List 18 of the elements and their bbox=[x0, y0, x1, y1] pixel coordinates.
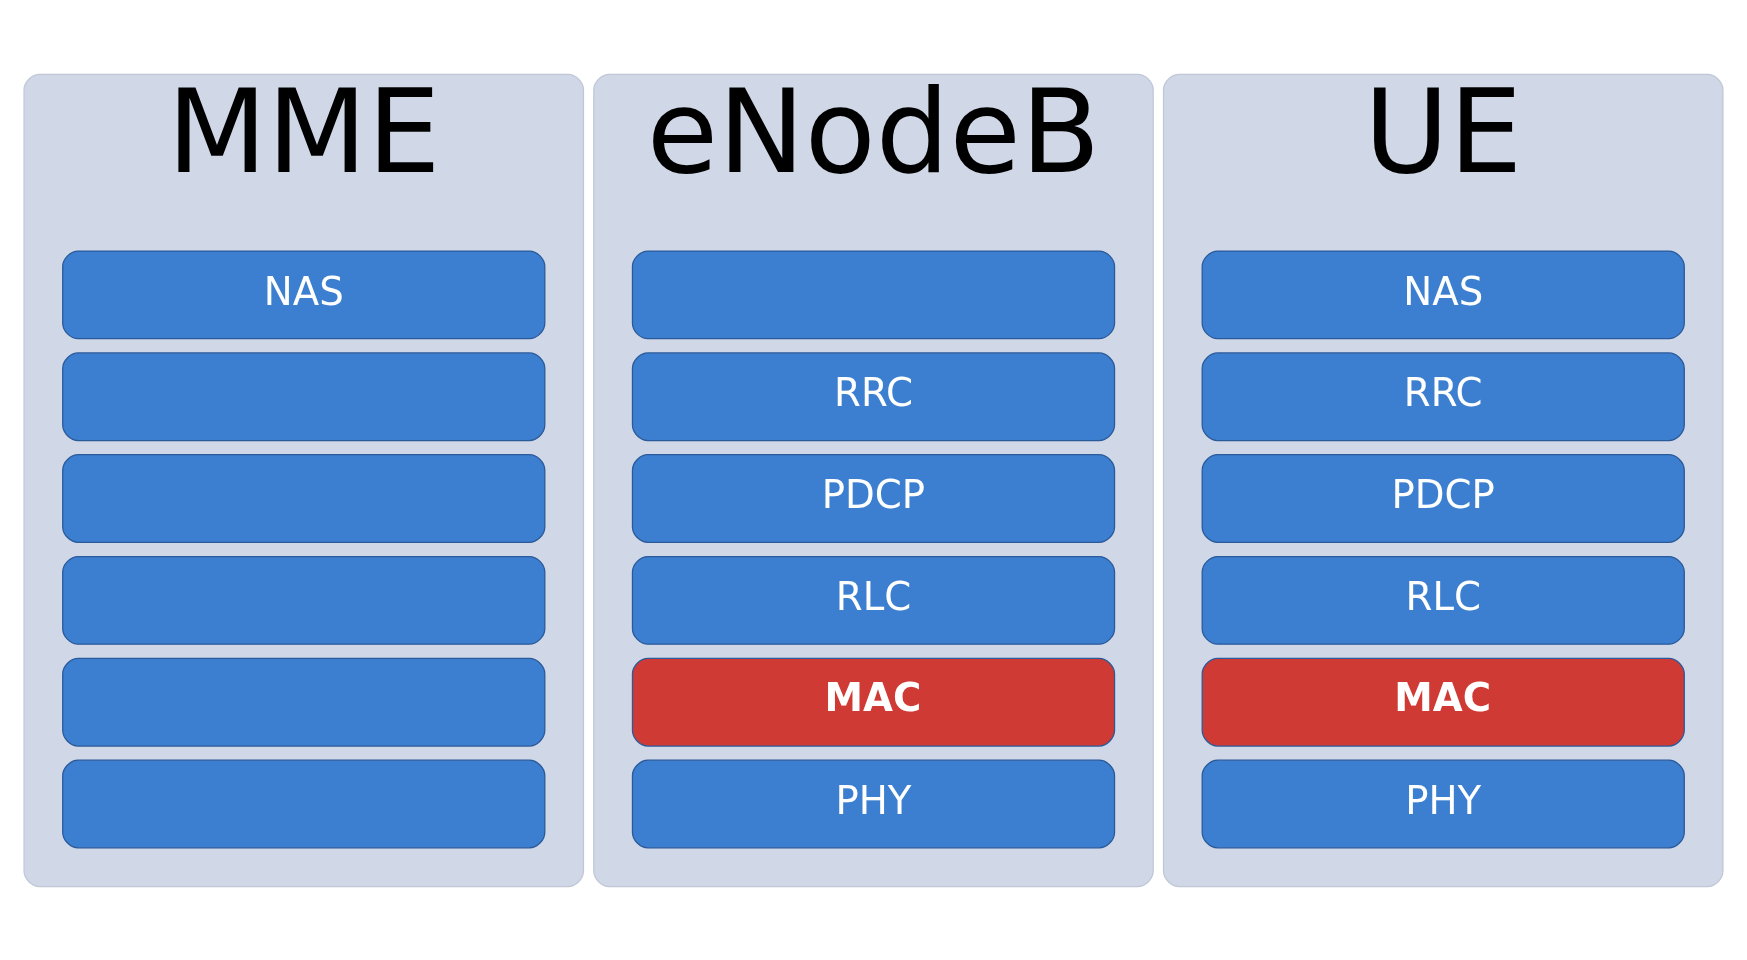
node-box: RLC bbox=[631, 555, 1116, 645]
node-bar bbox=[62, 759, 546, 848]
node-box: RRC bbox=[1201, 351, 1685, 441]
node-bar bbox=[62, 555, 546, 645]
node-bar bbox=[631, 249, 1116, 339]
node-box: PHY bbox=[1201, 759, 1685, 848]
node-box: PHY bbox=[631, 759, 1116, 848]
node-box: NAS bbox=[62, 249, 546, 339]
node-box: MAC bbox=[1201, 657, 1685, 747]
node-box: PDCP bbox=[1201, 453, 1685, 543]
node-box: NAS bbox=[1201, 249, 1685, 339]
node-box: RLC bbox=[1201, 555, 1685, 645]
node-box: PDCP bbox=[631, 453, 1116, 543]
node-bar bbox=[62, 657, 546, 747]
node-bar bbox=[62, 351, 546, 441]
node-bar bbox=[62, 453, 546, 543]
node-box: MAC bbox=[631, 657, 1116, 747]
node-box: RRC bbox=[631, 351, 1116, 441]
